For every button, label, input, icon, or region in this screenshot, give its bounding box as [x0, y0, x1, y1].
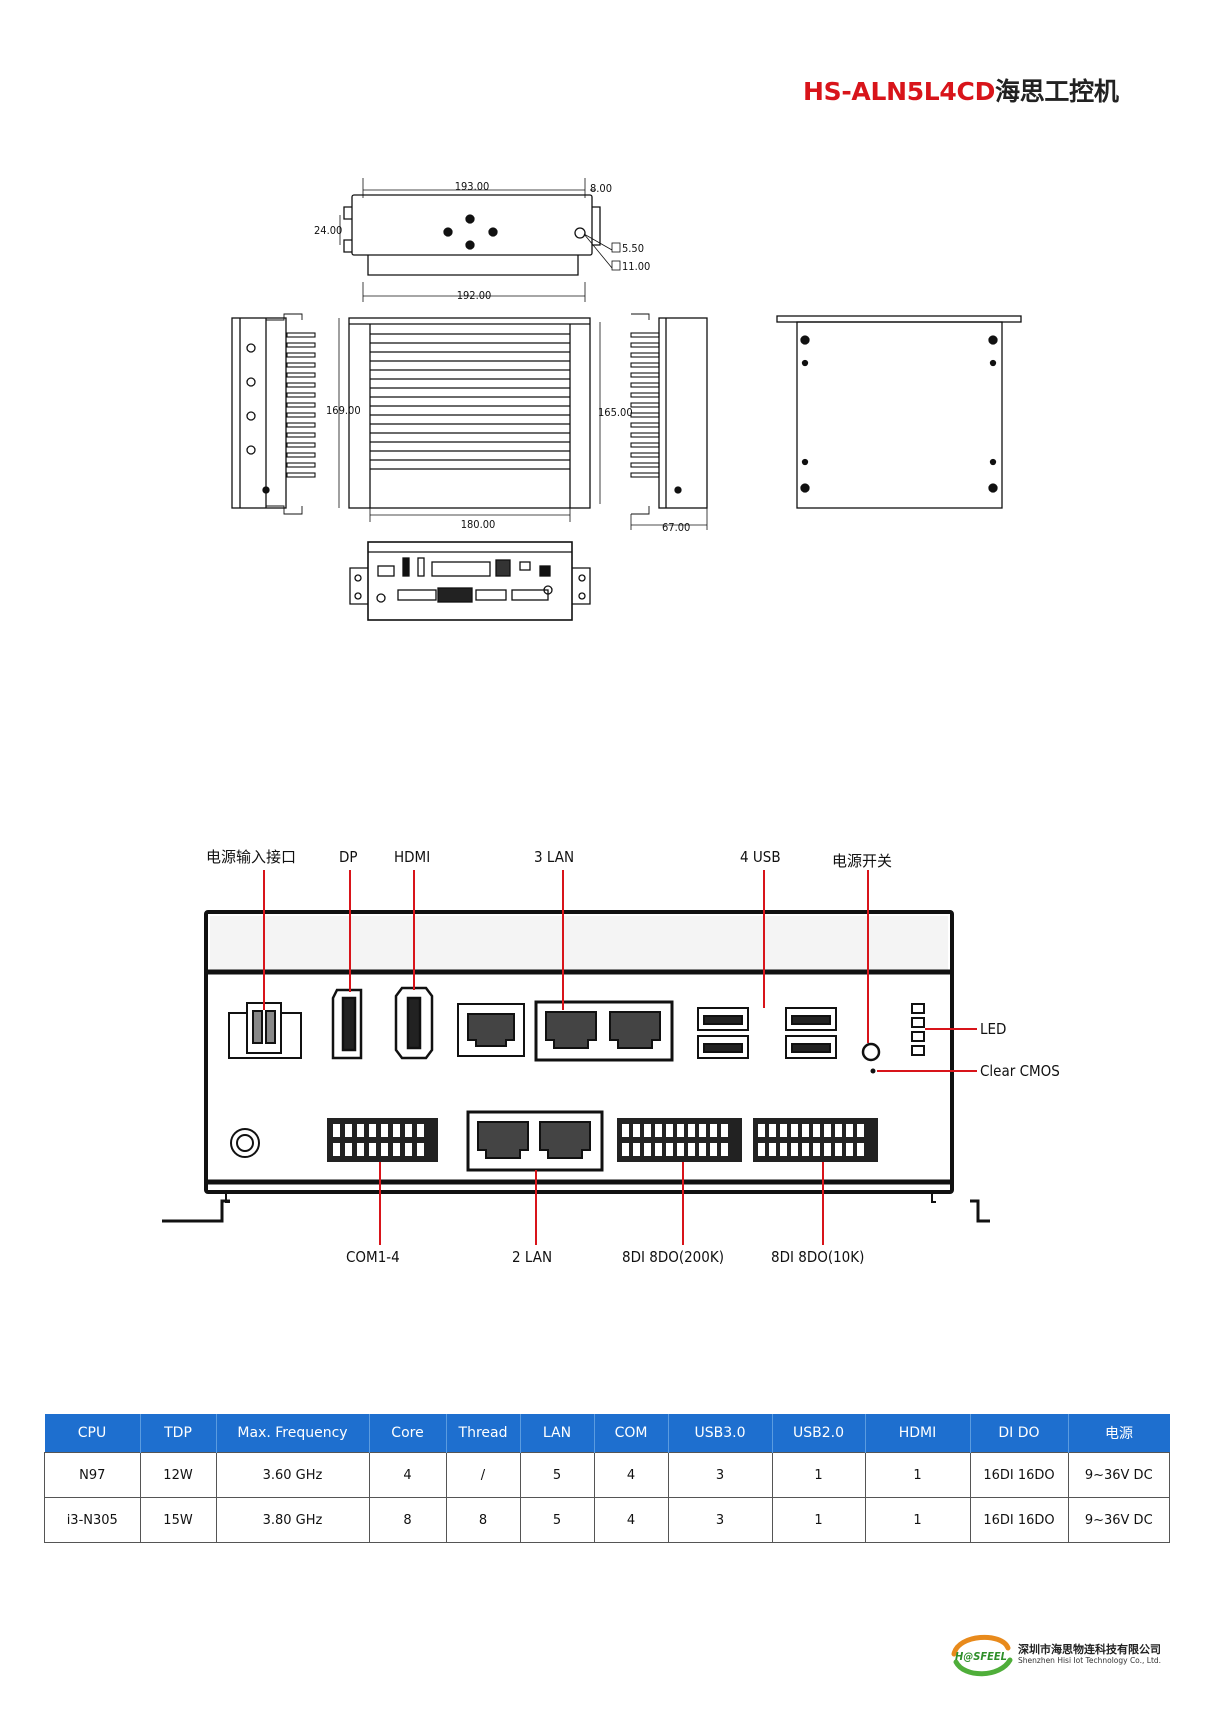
page-title: HS-ALN5L4CD海思工控机 [803, 72, 1119, 108]
col-hdmi: HDMI [864, 1414, 970, 1453]
dim-hole-5-50: 5.50 [622, 242, 644, 255]
table-cell: 8 [368, 1497, 447, 1543]
dim-front-height: 165.00 [598, 406, 633, 419]
led-indicators [911, 1003, 925, 1056]
table-cell: 9~36V DC [1067, 1452, 1170, 1498]
table-cell: / [445, 1452, 521, 1498]
table-cell: 1 [864, 1497, 971, 1543]
spec-table: CPU TDP Max. Frequency Core Thread LAN C… [44, 1414, 1170, 1543]
table-row: i3-N305 15W 3.80 GHz 8 8 5 4 3 1 1 16DI … [44, 1497, 1170, 1543]
dido-10k-connector [753, 1118, 878, 1162]
table-cell: 5 [519, 1452, 595, 1498]
table-cell: 12W [139, 1452, 217, 1498]
clear-cmos-hole [870, 1068, 876, 1074]
dim-front-width: 180.00 [461, 518, 496, 531]
hdmi-port [394, 986, 434, 1060]
col-dido: DI DO [969, 1414, 1068, 1453]
callout-4-usb: 4 USB [740, 848, 781, 866]
dim-ear: 8.00 [590, 182, 612, 195]
table-cell: 3.60 GHz [215, 1452, 370, 1498]
left-side-view-drawing [231, 313, 316, 515]
spec-table-header: CPU TDP Max. Frequency Core Thread LAN C… [44, 1414, 1170, 1453]
table-cell: 1 [864, 1452, 971, 1498]
callout-lines [263, 870, 977, 1245]
table-cell: 3 [667, 1452, 773, 1498]
callout-clear-cmos: Clear CMOS [980, 1062, 1060, 1080]
callout-hdmi: HDMI [394, 848, 430, 866]
heatsink-front-view-drawing [338, 317, 601, 522]
callout-led: LED [980, 1020, 1006, 1038]
col-usb30: USB3.0 [667, 1414, 772, 1453]
table-cell: 5 [519, 1497, 595, 1543]
table-cell: 3.80 GHz [215, 1497, 370, 1543]
product-name: 海思工控机 [995, 77, 1119, 106]
model-number: HS-ALN5L4CD [803, 77, 996, 106]
top-view-drawing [339, 178, 621, 302]
dim-depth: 67.00 [662, 521, 690, 534]
table-cell: i3-N305 [44, 1497, 141, 1543]
table-cell: 15W [139, 1497, 217, 1543]
com-connector [327, 1118, 438, 1162]
dim-height-24: 24.00 [314, 224, 342, 237]
callout-dp: DP [339, 848, 358, 866]
col-core: Core [368, 1414, 446, 1453]
rear-io-view-drawing [349, 541, 591, 621]
callout-com: COM1-4 [346, 1248, 400, 1266]
usb-ports [697, 1007, 837, 1059]
table-cell: 4 [593, 1497, 669, 1543]
callout-power-switch: 电源开关 [832, 852, 892, 870]
dim-bottom-width: 192.00 [457, 289, 492, 302]
table-cell: 16DI 16DO [969, 1497, 1069, 1543]
lan-top-ports [457, 1000, 674, 1062]
col-thread: Thread [445, 1414, 520, 1453]
callout-dido-200k: 8DI 8DO(200K) [622, 1248, 724, 1266]
table-cell: 1 [771, 1497, 866, 1543]
table-cell: 4 [368, 1452, 447, 1498]
callout-2-lan: 2 LAN [512, 1248, 552, 1266]
power-input-connector [228, 1002, 302, 1059]
antenna-hole [230, 1128, 260, 1158]
logo-text: H@SFEEL [955, 1650, 1007, 1663]
table-cell: 8 [445, 1497, 521, 1543]
dim-top-width: 193.00 [455, 180, 490, 193]
col-power: 电源 [1067, 1414, 1170, 1453]
dp-port [331, 988, 363, 1060]
rear-panel-diagram: 电源输入接口 DP HDMI 3 LAN 4 USB 电源开关 LED Clea… [162, 848, 1060, 1266]
mechanical-drawing: 193.00 8.00 24.00 5.50 11.00 192.00 169.… [231, 178, 1022, 621]
right-side-view-drawing [630, 313, 708, 530]
table-cell: 1 [771, 1452, 866, 1498]
table-row: N97 12W 3.60 GHz 4 / 5 4 3 1 1 16DI 16DO… [44, 1452, 1170, 1498]
table-cell: 3 [667, 1497, 773, 1543]
callout-3-lan: 3 LAN [534, 848, 574, 866]
company-name-en: Shenzhen Hisi Iot Technology Co., Ltd. [1018, 1656, 1162, 1665]
bottom-view-drawing [776, 315, 1022, 509]
company-logo: H@SFEEL [951, 1634, 1013, 1677]
col-max-frequency: Max. Frequency [215, 1414, 369, 1453]
col-usb20: USB2.0 [771, 1414, 865, 1453]
table-cell: N97 [44, 1452, 141, 1498]
dim-side-height: 169.00 [326, 404, 361, 417]
col-tdp: TDP [139, 1414, 216, 1453]
company-name-cn: 深圳市海思物连科技有限公司 [1018, 1643, 1161, 1656]
power-switch-button [861, 1042, 881, 1062]
table-cell: 16DI 16DO [969, 1452, 1069, 1498]
col-com: COM [593, 1414, 668, 1453]
callout-dido-10k: 8DI 8DO(10K) [771, 1248, 864, 1266]
col-cpu: CPU [44, 1414, 140, 1453]
callout-power-input: 电源输入接口 [206, 848, 296, 866]
lan-bottom-ports [466, 1110, 604, 1172]
dido-200k-connector [617, 1118, 742, 1162]
table-cell: 4 [593, 1452, 669, 1498]
col-lan: LAN [519, 1414, 594, 1453]
dim-hole-11: 11.00 [622, 260, 650, 273]
table-cell: 9~36V DC [1067, 1497, 1170, 1543]
